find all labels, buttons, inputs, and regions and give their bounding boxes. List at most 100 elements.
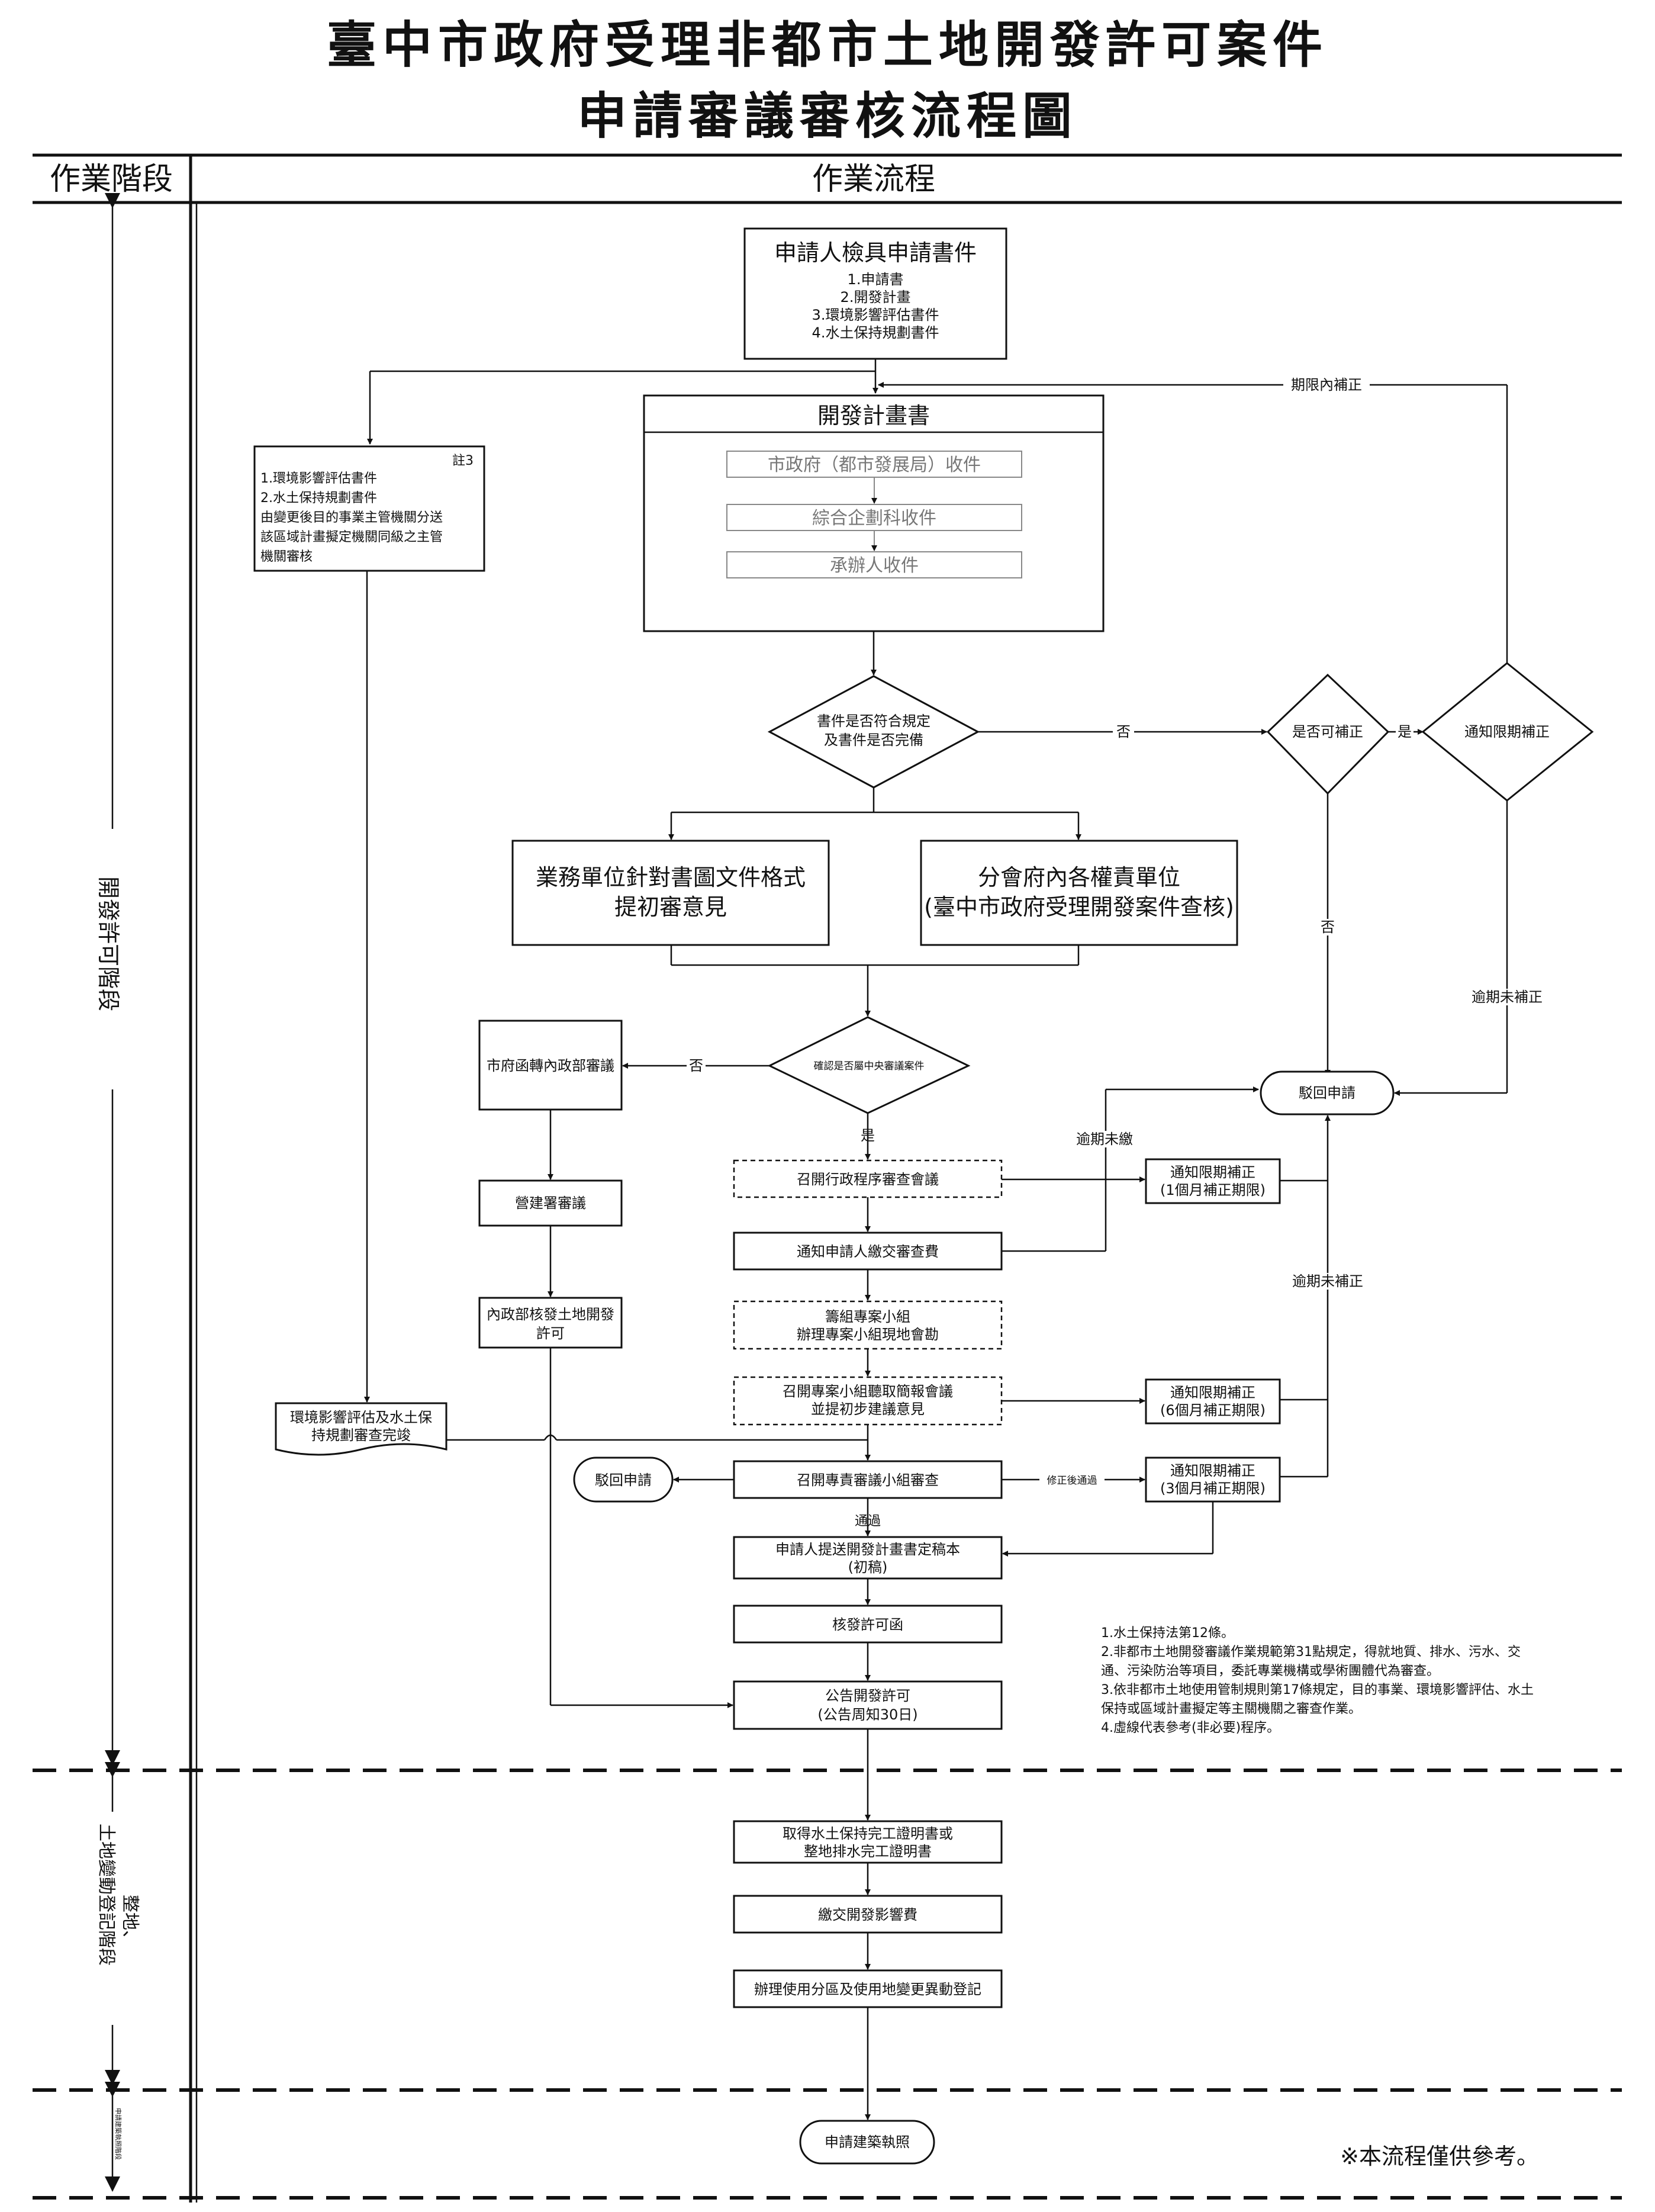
label-bg-no2 bbox=[687, 1057, 706, 1074]
business-unit-line-1: 業務單位針對書圖文件格式 bbox=[536, 864, 806, 890]
label-no2: 否 bbox=[689, 1057, 703, 1074]
central-review-label: 確認是否屬中央審議案件 bbox=[814, 1060, 925, 1072]
note-line-4: 3.依非都市土地使用管制規則第17條規定，目的事業、環境影響評估、水土 bbox=[1101, 1683, 1534, 1697]
brief-meeting-line-2: 並提初步建議意見 bbox=[811, 1401, 925, 1417]
note-line-3: 通、污染防治等項目，委託專業機構或學術團體代為審查。 bbox=[1101, 1664, 1440, 1679]
dept-unit-box bbox=[920, 840, 1238, 946]
notify3-line-2: (3個月補正期限) bbox=[1160, 1480, 1266, 1497]
note-line-6: 4.虛線代表參考(非必要)程序。 bbox=[1101, 1721, 1280, 1735]
building-permit-label: 申請建築執照 bbox=[825, 2134, 910, 2150]
receive-step-3 bbox=[726, 551, 1022, 578]
completion-line-2: 整地排水完工證明書 bbox=[804, 1843, 932, 1860]
docs-check-line-2: 及書件是否完備 bbox=[824, 732, 923, 748]
ministry-council-label: 營建署審議 bbox=[515, 1195, 586, 1211]
expert-review-label: 召開專責審議小組審查 bbox=[797, 1472, 939, 1488]
notify-fix-label: 通知限期補正 bbox=[1464, 724, 1550, 740]
business-unit-line-2: 提初審意見 bbox=[614, 894, 727, 920]
label-bg-overdue2 bbox=[1284, 1273, 1371, 1290]
note-line-5: 保持或區域計畫擬定等主關機關之審查作業。 bbox=[1101, 1702, 1361, 1716]
reject-box-1-label: 駁回申請 bbox=[1299, 1085, 1355, 1101]
label-bg-overdue1 bbox=[1466, 989, 1548, 1005]
brief-meeting-line-1: 召開專案小組聽取簡報會議 bbox=[783, 1383, 953, 1400]
page-title: 臺中市政府受理非都市土地開發許可案件 bbox=[327, 15, 1328, 74]
page-subtitle: 申請審議審核流程圖 bbox=[577, 86, 1078, 145]
label-bg-overdue-pay bbox=[1071, 1131, 1136, 1147]
notify6-line-1: 通知限期補正 bbox=[1170, 1384, 1255, 1401]
issue-permit-label: 核發許可函 bbox=[832, 1616, 903, 1633]
env-done-box bbox=[275, 1402, 447, 1456]
label-after-fix: 修正後通過 bbox=[1047, 1475, 1097, 1487]
final-plan-box bbox=[733, 1536, 1003, 1580]
label-within-fix: 期限內補正 bbox=[1291, 377, 1362, 393]
label-bg-within-fix bbox=[1283, 377, 1370, 393]
apply-item-2: 2.開發計畫 bbox=[841, 289, 911, 306]
notify6-box bbox=[1145, 1378, 1281, 1425]
dept-unit-line-1: 分會府內各權責單位 bbox=[978, 864, 1180, 890]
apply-item-4: 4.水土保持規劃書件 bbox=[812, 324, 939, 341]
env-done-line-2: 持規劃審查完竣 bbox=[311, 1427, 411, 1443]
stage-label-grading-1: 整地、 bbox=[120, 1895, 140, 1948]
footer-note: ※本流程僅供參考。 bbox=[1340, 2143, 1539, 2169]
label-pass: 通過 bbox=[855, 1514, 881, 1529]
label-bg-after-fix bbox=[1039, 1472, 1105, 1487]
business-unit-box bbox=[511, 840, 830, 946]
receive-step-1-label: 市政府（都市發展局）收件 bbox=[768, 455, 981, 475]
ministry-forward-label: 市府函轉內政部審議 bbox=[487, 1057, 614, 1074]
note3-line-3: 由變更後目的事業主管機關分送 bbox=[260, 510, 443, 525]
completion-box bbox=[733, 1820, 1003, 1864]
label-overdue-pay: 逾期未繳 bbox=[1076, 1131, 1133, 1147]
line-hop bbox=[543, 1434, 558, 1441]
flow-column-header: 作業流程 bbox=[812, 162, 935, 197]
env-done-line-1: 環境影響評估及水土保 bbox=[290, 1409, 432, 1426]
label-no: 否 bbox=[1116, 724, 1131, 740]
apply-item-3: 3.環境影響評估書件 bbox=[812, 307, 939, 323]
expert-group-line-1: 籌組專案小組 bbox=[825, 1308, 910, 1325]
final-plan-line-1: 申請人提送開發計畫書定稿本 bbox=[775, 1541, 960, 1558]
impact-fee-label: 繳交開發影響費 bbox=[818, 1906, 917, 1923]
apply-box bbox=[743, 227, 1007, 360]
announce-box bbox=[733, 1680, 1003, 1730]
notify1-line-1: 通知限期補正 bbox=[1170, 1164, 1255, 1181]
impact-fee-box bbox=[733, 1895, 1003, 1934]
stage-label-building: 申請建築執照階段 bbox=[114, 2108, 123, 2160]
ministry-permit-line-1: 內政部核發土地開發 bbox=[487, 1306, 614, 1323]
reject-box-2-label: 駁回申請 bbox=[595, 1472, 652, 1488]
note-line-1: 1.水土保持法第12條。 bbox=[1101, 1626, 1234, 1641]
receive-step-2-label: 綜合企劃科收件 bbox=[812, 508, 936, 529]
note3-line-2: 2.水土保持規劃書件 bbox=[260, 491, 377, 506]
admin-meeting-label: 召開行政程序審查會議 bbox=[797, 1171, 939, 1188]
issue-permit-box bbox=[733, 1605, 1003, 1644]
ministry-permit-box bbox=[478, 1297, 623, 1349]
dept-unit-line-2: (臺中市政府受理開發案件查核) bbox=[924, 894, 1234, 920]
stage-label-permit: 開發許可階段 bbox=[95, 876, 121, 1011]
reject-box-1 bbox=[1260, 1070, 1395, 1115]
note-line-2: 2.非都市土地開發審議作業規範第31點規定，得就地質、排水、污水、交 bbox=[1101, 1645, 1521, 1660]
register-box bbox=[733, 1969, 1003, 2008]
announce-line-2: (公告周知30日) bbox=[817, 1706, 917, 1723]
notify1-box bbox=[1145, 1158, 1281, 1204]
label-bg-no3 bbox=[1318, 919, 1338, 935]
apply-box-title: 申請人檢具申請書件 bbox=[774, 240, 977, 266]
note3-line-1: 1.環境影響評估書件 bbox=[260, 471, 377, 486]
expert-group-line-2: 辦理專案小組現地會勘 bbox=[797, 1326, 939, 1343]
ministry-permit-line-2: 許可 bbox=[536, 1325, 565, 1342]
label-yes2: 是 bbox=[861, 1127, 875, 1144]
label-overdue-fix-2: 逾期未補正 bbox=[1292, 1273, 1363, 1290]
reject-box-2 bbox=[573, 1457, 674, 1503]
notify3-line-1: 通知限期補正 bbox=[1170, 1462, 1255, 1479]
notify-fee-label: 通知申請人繳交審查費 bbox=[797, 1243, 939, 1260]
note3-line-5: 機關審核 bbox=[260, 549, 313, 564]
stage-column-header: 作業階段 bbox=[50, 162, 173, 197]
final-plan-line-2: (初稿) bbox=[848, 1559, 888, 1576]
label-yes: 是 bbox=[1398, 724, 1412, 740]
apply-item-1: 1.申請書 bbox=[848, 271, 904, 288]
docs-check-line-1: 書件是否符合規定 bbox=[817, 713, 930, 729]
label-bg-no bbox=[1113, 724, 1134, 740]
note3-line-4: 該區域計畫擬定機關同級之主管 bbox=[260, 530, 443, 545]
building-permit-box bbox=[799, 2120, 935, 2165]
plan-box-title: 開發計畫書 bbox=[817, 403, 930, 429]
admin-meeting-box bbox=[733, 1159, 1003, 1198]
label-bg-yes bbox=[1396, 724, 1413, 740]
notify1-line-2: (1個月補正期限) bbox=[1160, 1182, 1266, 1198]
